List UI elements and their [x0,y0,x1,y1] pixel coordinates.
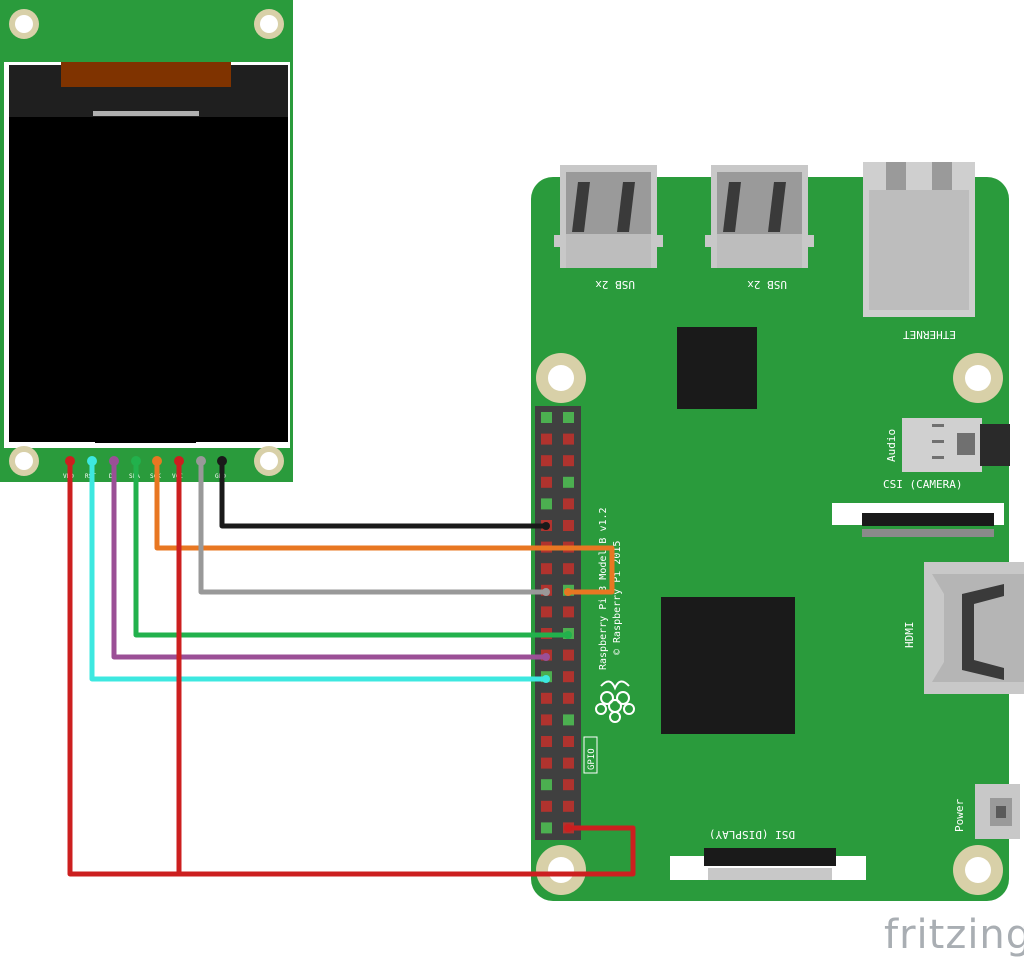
mounting-hole-icon [260,15,278,33]
usb-label: USB 2x [747,278,787,291]
gpio-pin[interactable] [541,498,552,510]
csi-label: CSI (CAMERA) [883,478,962,491]
gpio-pin[interactable] [563,433,574,445]
gpio-pin[interactable] [541,412,552,423]
gpio-pin[interactable] [563,779,574,791]
mounting-hole-icon [15,452,33,470]
raspberry-logo-icon [595,680,635,723]
gpio-pin[interactable] [541,714,552,726]
ethernet-label: ETHERNET [903,328,956,341]
gpio-pin[interactable] [563,649,574,661]
dc-wire[interactable] [111,458,549,660]
gpio-pin[interactable] [563,498,574,510]
hdmi-label: HDMI [903,622,916,649]
mounting-hole-icon [965,365,991,391]
dsi-display-connector: DSI (DISPLAY) [670,828,866,880]
gpio-header [535,406,581,840]
gpio-pin[interactable] [563,692,574,704]
raspberry-pi-board: USB 2x USB 2x ETHERNET [531,162,1024,901]
fritzing-logo: fritzing [884,912,1024,957]
wire-endpoint [542,653,550,661]
power-port: Power [953,784,1020,839]
vdd-wire[interactable] [67,458,636,877]
mounting-hole-icon [15,15,33,33]
usb-port-1: USB 2x [554,165,663,291]
gpio-label-box [583,736,598,774]
gpio-pin[interactable] [563,476,574,488]
gpio-label: GPIO [587,748,597,770]
rst-wire[interactable] [89,458,549,682]
mounting-hole-icon [965,857,991,883]
hdmi-port: HDMI [903,562,1024,694]
gpio-pin[interactable] [541,736,552,747]
wire-endpoint [542,522,550,530]
audio-jack: Audio [885,418,1010,472]
gpio-pin[interactable] [563,714,574,726]
wire-endpoint [564,631,572,639]
mounting-hole-icon [548,365,574,391]
wires [67,458,636,877]
soc-chip [661,597,795,734]
gpio-pin[interactable] [563,736,574,747]
display-bottom-frame-right [196,442,290,448]
gpio-pin[interactable] [563,563,574,575]
mounting-hole-icon [548,857,574,883]
sck-wire[interactable] [154,458,615,595]
gpio-pin[interactable] [541,822,552,834]
display-screen [9,117,288,443]
wire-endpoint [564,824,572,832]
vcc-wire[interactable] [198,458,549,595]
display-fpc-ribbon [61,62,231,87]
display-bottom-frame [4,442,95,448]
gpio-pin[interactable] [563,757,574,769]
mounting-hole-icon [260,452,278,470]
gnd-wire[interactable] [219,458,549,529]
csi-camera-connector: CSI (CAMERA) [832,478,1004,537]
wire-endpoint [564,588,572,596]
gpio-pin[interactable] [541,757,552,769]
gpio-pin[interactable] [541,692,552,704]
gpio-pin[interactable] [563,455,574,467]
gpio-pin[interactable] [541,433,552,445]
dsi-label: DSI (DISPLAY) [709,828,795,841]
usb-label: USB 2x [595,278,635,291]
display-bezel-line [93,111,199,116]
board-copyright-label: © Raspberry Pi 2015 [612,541,623,655]
usb-port-2: USB 2x [705,165,814,291]
gpio-pin[interactable] [563,412,574,423]
wire-endpoints [542,522,572,832]
gpio-pin[interactable] [563,520,574,531]
gpio-pin[interactable] [563,800,574,812]
gpio-pin[interactable] [541,476,552,488]
gpio-pin[interactable] [541,606,552,618]
gpio-pin[interactable] [541,779,552,791]
wire-endpoint [542,675,550,683]
audio-label: Audio [885,429,898,462]
gpio-pin[interactable] [563,671,574,683]
gpio-pin[interactable] [541,455,552,467]
gpio-pin[interactable] [541,800,552,812]
gpio-header-body [535,406,581,840]
ethernet-port: ETHERNET [863,162,975,341]
board-model-label: Raspberry Pi 3 Model B v1.2 [598,507,609,670]
usb-controller-chip [677,327,757,409]
tft-display-module: VDD RST DC SDA SCK VCC GND [0,0,293,482]
pi-pcb [531,177,1009,901]
wire-endpoint [542,588,550,596]
sda-wire[interactable] [133,458,571,638]
gpio-pin[interactable] [541,563,552,575]
gpio-pin[interactable] [563,606,574,618]
power-label: Power [953,799,966,832]
